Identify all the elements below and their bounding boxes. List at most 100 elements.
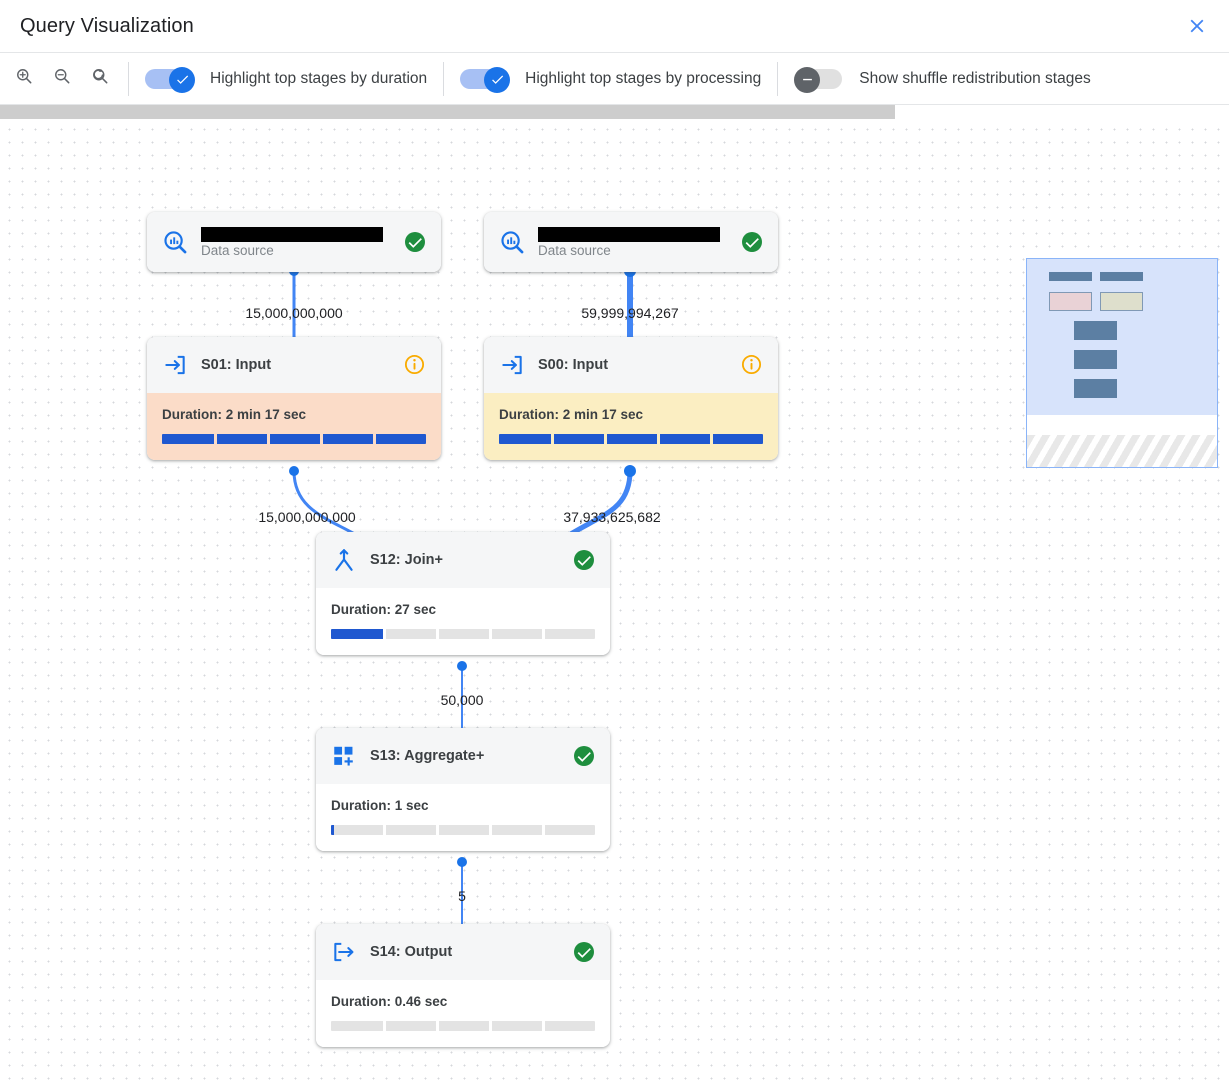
node-title: S12: Join+ [370, 552, 443, 568]
node-header: S13: Aggregate+ [316, 728, 610, 784]
toggle-switch-processing[interactable] [460, 66, 512, 93]
close-icon [1186, 15, 1208, 37]
close-button[interactable] [1179, 8, 1215, 44]
status-badge-success [572, 744, 596, 768]
minus-icon [802, 78, 812, 81]
toolbar-divider-2 [443, 61, 445, 96]
node-header: S12: Join+ [316, 532, 610, 588]
toggle-label-processing: Highlight top stages by processing [525, 69, 762, 87]
switch-knob [794, 66, 821, 93]
edge-label-rows: 5 [458, 888, 466, 904]
edge-label-rows: 15,000,000,000 [245, 305, 343, 321]
node-header: S00: Input [484, 337, 778, 393]
status-badge-success [572, 940, 596, 964]
node-title: S01: Input [201, 357, 272, 373]
zoom-controls [10, 65, 128, 93]
node-body: Duration: 0.46 sec [316, 980, 610, 1047]
status-badge-success [403, 230, 427, 254]
zoom-in-button[interactable] [10, 65, 38, 93]
node-title: S00: Input [538, 357, 609, 373]
node-progress-bar [331, 1021, 595, 1031]
horizontal-scrollbar-thumb[interactable] [0, 105, 895, 119]
minimap-node [1049, 272, 1092, 281]
input-arrow-icon [498, 351, 526, 379]
minimap-node-highlight-orange [1049, 292, 1092, 311]
node-header: S01: Input [147, 337, 441, 393]
minimap-hatched-region [1027, 435, 1217, 467]
switch-knob [484, 66, 511, 93]
zoom-reset-icon [90, 66, 110, 91]
node-title-group: Data source [201, 226, 391, 258]
toolbar-divider-3 [777, 61, 779, 96]
toggle-highlight-top-stages-by-processing[interactable]: Highlight top stages by processing [460, 66, 777, 93]
graph-node-s01-input[interactable]: S01: Input Duration: 2 min 17 sec [147, 337, 441, 460]
toggle-switch-duration[interactable] [145, 66, 197, 93]
data-source-search-icon [498, 228, 526, 256]
node-body: Duration: 1 sec [316, 784, 610, 851]
node-header: S14: Output [316, 924, 610, 980]
graph-node-data-source-right[interactable]: Data source [484, 212, 778, 272]
status-badge-success [740, 230, 764, 254]
edge-label-rows: 15,000,000,000 [258, 509, 356, 525]
minimap-node [1074, 350, 1117, 369]
graph-node-s14-output[interactable]: S14: Output Duration: 0.46 sec [316, 924, 610, 1047]
toggle-show-shuffle-redistribution-stages[interactable]: Show shuffle redistribution stages [794, 66, 1107, 93]
zoom-out-icon [52, 66, 72, 91]
join-merge-icon [330, 546, 358, 574]
zoom-reset-button[interactable] [86, 65, 114, 93]
toolbar-divider-1 [128, 61, 129, 96]
node-duration: Duration: 27 sec [331, 602, 437, 617]
node-body: Duration: 2 min 17 sec [484, 393, 778, 460]
node-header: Data source [147, 212, 441, 272]
minimap-viewport [1027, 259, 1217, 415]
toggle-label-duration: Highlight top stages by duration [210, 69, 428, 87]
check-icon [176, 75, 188, 84]
node-duration: Duration: 2 min 17 sec [162, 407, 307, 422]
node-body: Duration: 27 sec [316, 588, 610, 655]
zoom-out-button[interactable] [48, 65, 76, 93]
visualization-toolbar: Highlight top stages by duration Highlig… [0, 52, 1229, 105]
node-progress-bar [331, 825, 595, 835]
page-title: Query Visualization [20, 14, 194, 37]
minimap-node [1100, 272, 1143, 281]
zoom-in-icon [14, 66, 34, 91]
graph-canvas[interactable]: 15,000,000,000 59,999,994,267 15,000,000… [0, 119, 1229, 1090]
input-arrow-icon [161, 351, 189, 379]
redacted-table-name [201, 226, 383, 242]
redacted-table-name [538, 226, 720, 242]
horizontal-scrollbar[interactable] [0, 105, 1229, 119]
status-badge-info-warning[interactable] [403, 353, 427, 377]
node-title: S13: Aggregate+ [370, 748, 485, 764]
graph-minimap[interactable] [1026, 258, 1218, 468]
node-progress-bar [331, 629, 595, 639]
graph-node-s00-input[interactable]: S00: Input Duration: 2 min 17 sec [484, 337, 778, 460]
graph-node-data-source-left[interactable]: Data source [147, 212, 441, 272]
edge-label-rows: 37,933,625,682 [563, 509, 661, 525]
dialog-header: Query Visualization [0, 0, 1229, 52]
node-progress-bar [499, 434, 763, 444]
aggregate-squares-icon [330, 742, 358, 770]
graph-node-s13-aggregate[interactable]: S13: Aggregate+ Duration: 1 sec [316, 728, 610, 851]
node-duration: Duration: 2 min 17 sec [499, 407, 644, 422]
status-badge-info-warning[interactable] [740, 353, 764, 377]
toggle-highlight-top-stages-by-duration[interactable]: Highlight top stages by duration [145, 66, 443, 93]
check-icon [491, 75, 503, 84]
node-title: S14: Output [370, 944, 453, 960]
node-title-group: Data source [538, 226, 728, 258]
status-badge-success [572, 548, 596, 572]
node-header: Data source [484, 212, 778, 272]
edge-label-rows: 59,999,994,267 [581, 305, 679, 321]
output-arrow-icon [330, 938, 358, 966]
node-subtitle: Data source [538, 242, 611, 258]
toggle-label-shuffle: Show shuffle redistribution stages [859, 69, 1091, 87]
minimap-node [1074, 379, 1117, 398]
toggle-switch-shuffle[interactable] [794, 66, 846, 93]
minimap-node [1074, 321, 1117, 340]
minimap-node-highlight-yellow [1100, 292, 1143, 311]
node-progress-bar [162, 434, 426, 444]
node-duration: Duration: 0.46 sec [331, 994, 448, 1009]
node-body: Duration: 2 min 17 sec [147, 393, 441, 460]
data-source-search-icon [161, 228, 189, 256]
node-subtitle: Data source [201, 242, 274, 258]
graph-node-s12-join[interactable]: S12: Join+ Duration: 27 sec [316, 532, 610, 655]
